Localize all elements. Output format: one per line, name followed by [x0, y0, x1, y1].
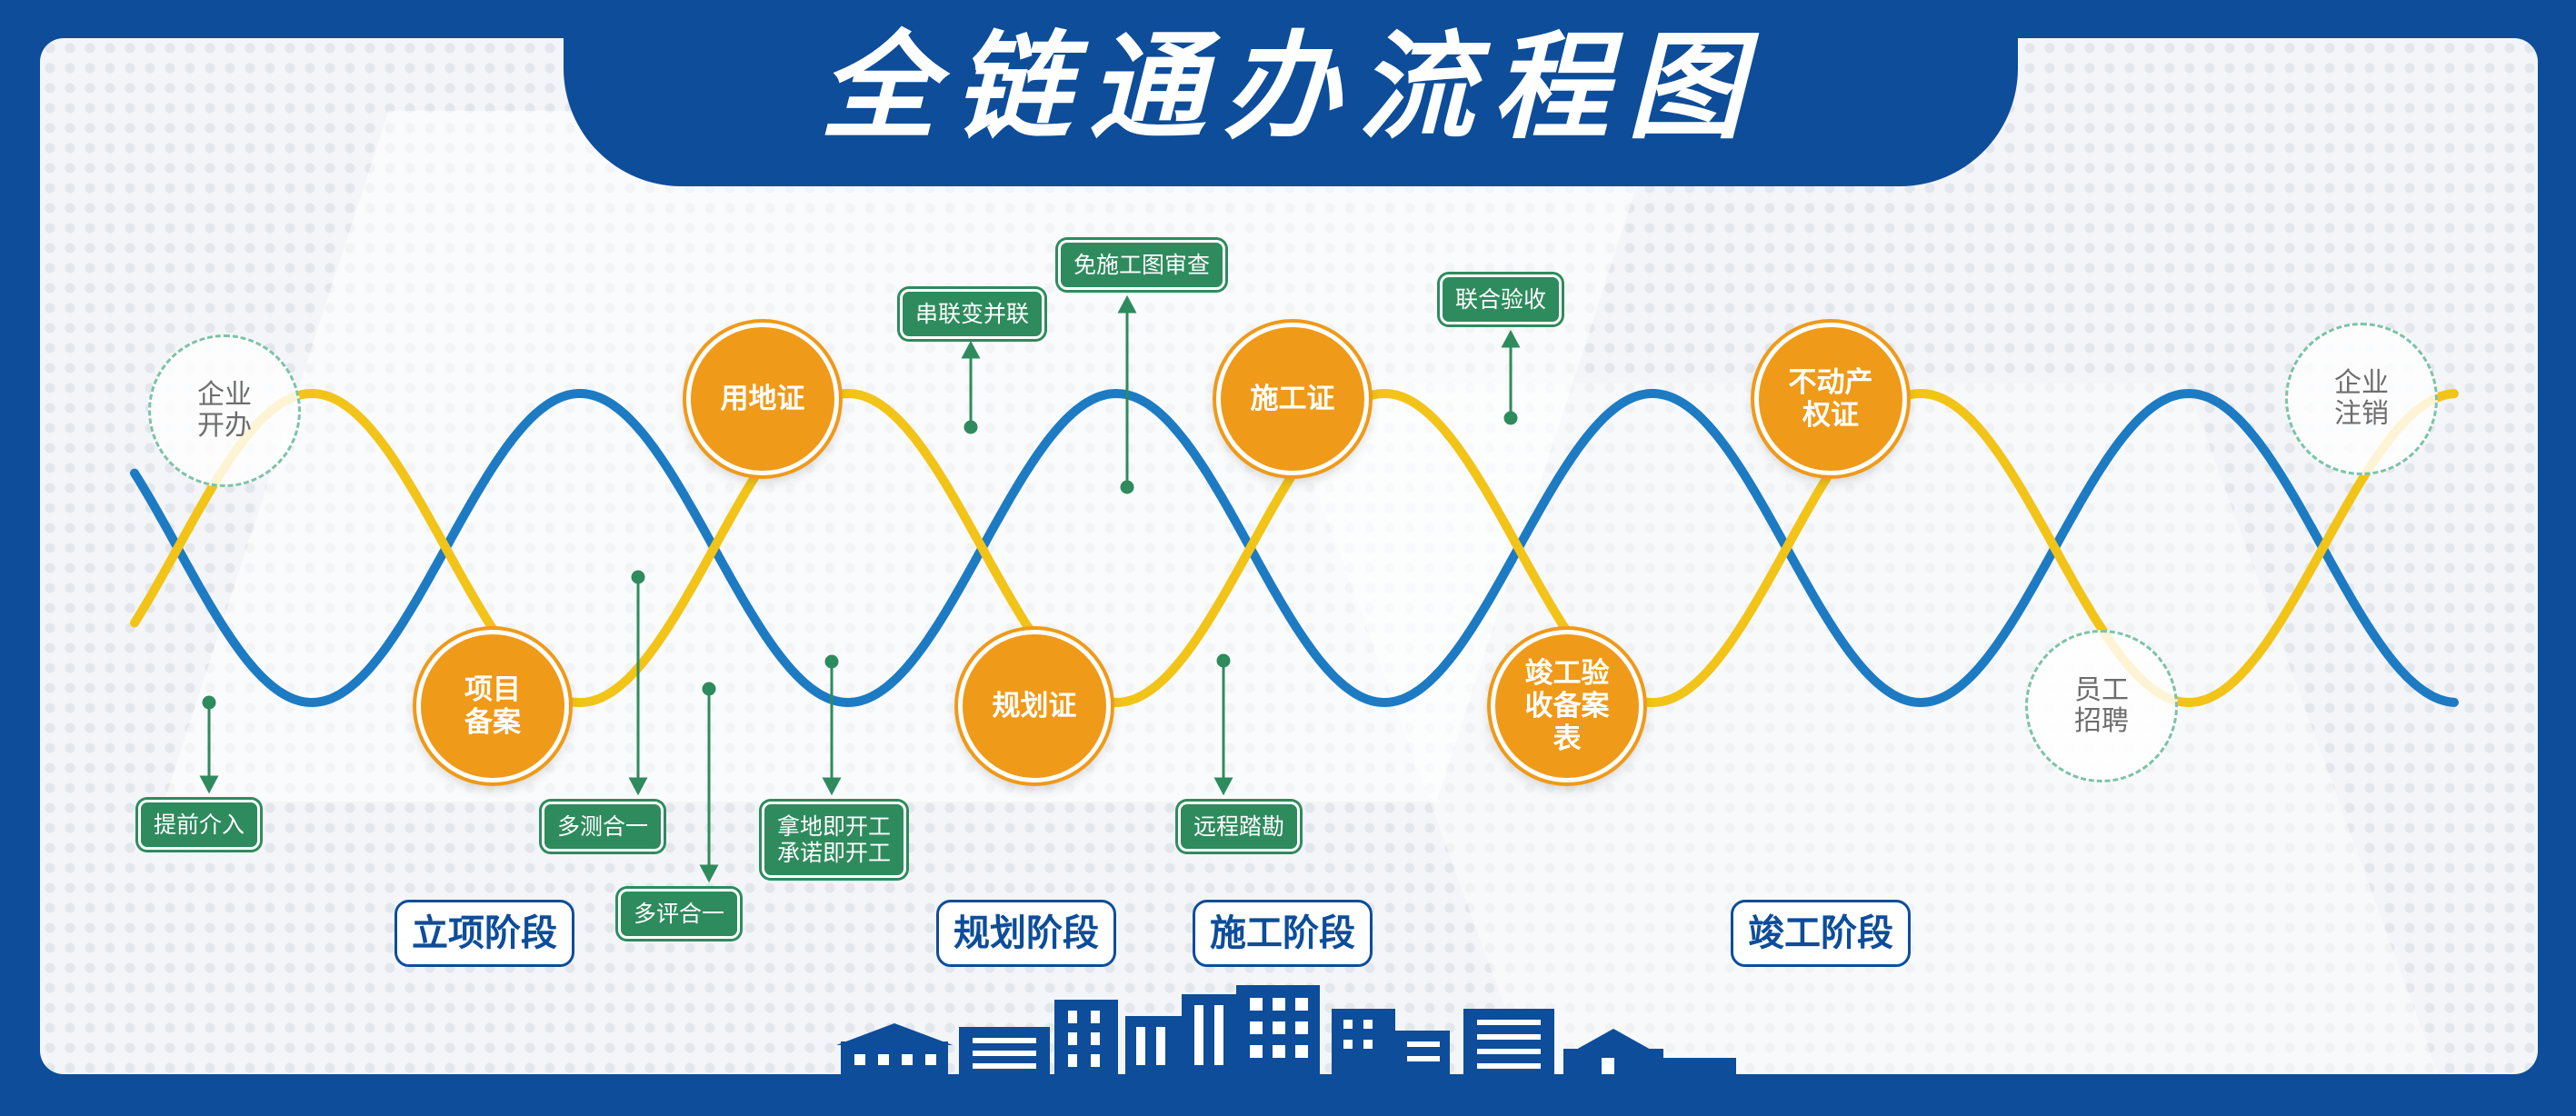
- blue-wave-path: [130, 388, 2459, 708]
- stage-label-approval: 立项阶段: [394, 900, 574, 967]
- connector-multi-survey: [628, 570, 648, 796]
- tag-remote-survey: 远程踏勘: [1178, 802, 1301, 852]
- connector-land-start: [822, 654, 842, 796]
- city-skyline-illustration: [836, 985, 1736, 1074]
- connector-joint-acceptance: [1501, 329, 1521, 425]
- tag-drawing-review-exempt: 免施工图审查: [1058, 240, 1226, 290]
- tag-joint-acceptance: 联合验收: [1440, 274, 1563, 324]
- tag-early-intervention: 提前介入: [138, 800, 261, 850]
- connector-early-intervention: [199, 695, 219, 794]
- page-title: 全链通办流程图: [819, 20, 1762, 155]
- node-planning-permit: 规划证: [958, 630, 1111, 782]
- node-construction-permit: 施工证: [1216, 323, 1369, 475]
- connector-drawing-review-exempt: [1117, 294, 1137, 494]
- connector-multi-review: [699, 682, 719, 883]
- node-project-filing: 项目 备案: [416, 630, 569, 782]
- stage-label-completion: 竣工阶段: [1731, 900, 1911, 967]
- connector-remote-survey: [1213, 653, 1233, 796]
- tag-multi-survey: 多测合一: [542, 802, 664, 852]
- title-banner: [564, 0, 2018, 186]
- end-node-company-deregistration: 企业 注销: [2285, 323, 2438, 475]
- node-staff-hiring: 员工 招聘: [2025, 630, 2178, 782]
- start-node-company-setup: 企业 开办: [148, 334, 301, 487]
- tag-multi-review: 多评合一: [618, 889, 741, 939]
- tag-serial-to-parallel: 串联变并联: [900, 289, 1045, 339]
- node-land-permit: 用地证: [686, 323, 839, 475]
- node-completion-filing: 竣工验 收备案 表: [1491, 630, 1643, 782]
- stage-label-construction: 施工阶段: [1193, 900, 1373, 967]
- connector-serial-to-parallel: [961, 340, 981, 434]
- stage-label-planning: 规划阶段: [936, 900, 1116, 967]
- tag-land-start: 拿地即开工 承诺即开工: [762, 802, 907, 878]
- node-property-certificate: 不动产 权证: [1754, 323, 1907, 475]
